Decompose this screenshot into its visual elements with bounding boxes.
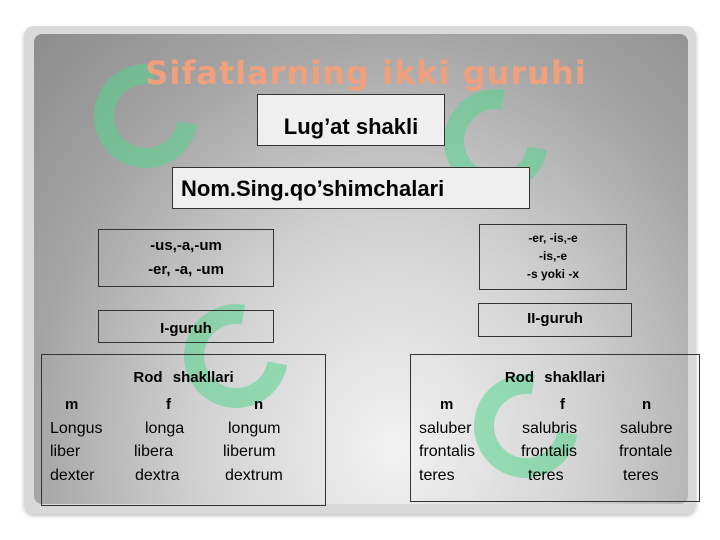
column-header-n: n [642, 396, 652, 413]
column-header-f: f [560, 396, 565, 413]
column-header-f: f [166, 396, 171, 413]
group2-gender-table: Rod shakllari m f n saluber salubris sal… [410, 354, 700, 502]
group2-label: II-guruh [478, 303, 632, 337]
lugat-shakli-box: Lug’at shakli [257, 94, 445, 146]
table-cell: salubris [522, 420, 578, 437]
table-cell: teres [623, 467, 659, 484]
group1-endings-box: -us,-a,-um -er, -a, -um [98, 229, 274, 287]
group2-ending-line: -er, -is,-e [528, 231, 578, 245]
table-cell: dextrum [225, 467, 283, 484]
nom-sing-box: Nom.Sing.qo’shimchalari [172, 167, 530, 209]
table-cell: libera [134, 443, 174, 460]
table-heading: Rod shakllari [504, 369, 606, 386]
group1-gender-table: Rod shakllari m f n Longus longa longum … [41, 354, 326, 506]
table-cell: frontalis [521, 443, 578, 460]
table-cell: frontale [619, 443, 673, 460]
table-cell: Longus [50, 420, 103, 437]
table-cell: teres [528, 467, 564, 484]
slide-title: Sifatlarning ikki guruhi [145, 54, 587, 92]
column-header-m: m [440, 396, 454, 413]
group2-ending-line: -is,-e [538, 249, 567, 263]
table-cell: longa [145, 420, 185, 437]
group2-endings-box: -er, -is,-e -is,-e -s yoki -x [479, 224, 627, 290]
group2-ending-line: -s yoki -x [526, 267, 580, 281]
table-cell: longum [228, 420, 281, 437]
table-cell: saluber [419, 420, 472, 437]
column-header-m: m [65, 396, 79, 413]
column-header-n: n [254, 396, 264, 413]
table-cell: dextra [135, 467, 180, 484]
table-heading: Rod shakllari [133, 369, 234, 386]
table-cell: salubre [620, 420, 673, 437]
table-cell: teres [419, 467, 455, 484]
table-cell: frontalis [419, 443, 476, 460]
group1-ending-line: -er, -a, -um [148, 261, 224, 278]
table-cell: dexter [50, 467, 95, 484]
table-cell: liberum [223, 443, 276, 460]
table-cell: liber [50, 443, 81, 460]
group1-label: I-guruh [98, 310, 274, 343]
group1-ending-line: -us,-a,-um [150, 237, 222, 254]
